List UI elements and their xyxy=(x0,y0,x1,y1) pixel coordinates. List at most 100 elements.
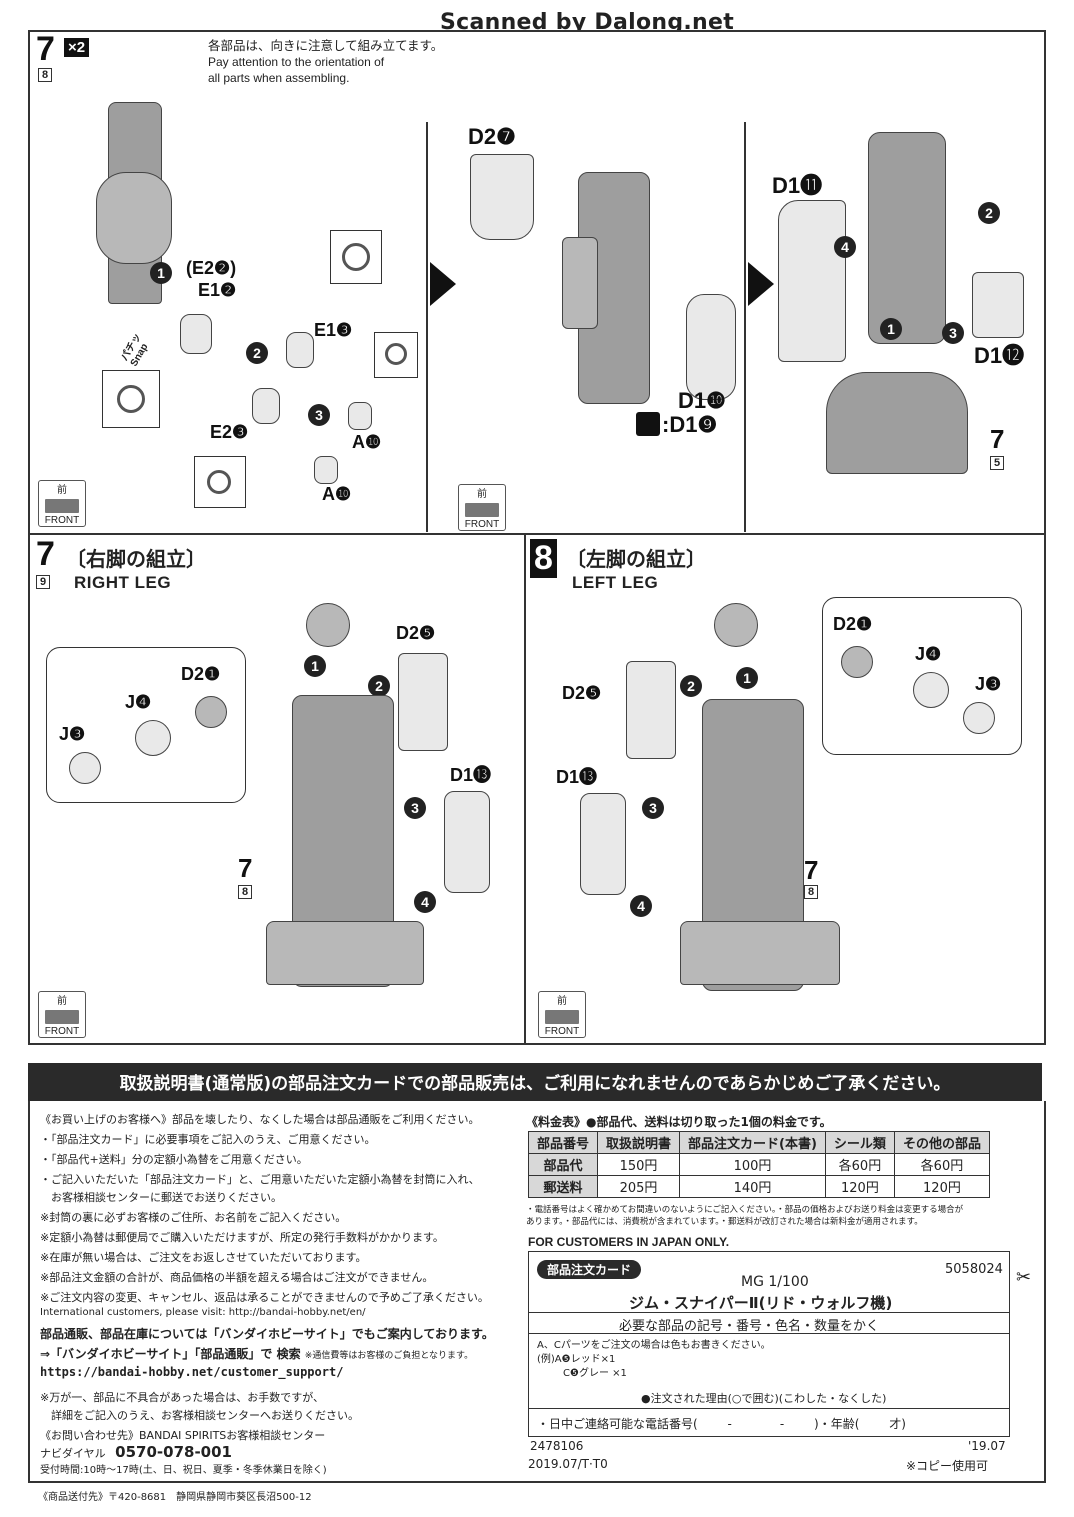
step7-top-panel: 7 ×2 8 各部品は、向きに注意して組み立てます。 Pay attention… xyxy=(28,30,1046,536)
flow-arrow-2 xyxy=(748,262,774,306)
label-d1-9: :D1❾ xyxy=(662,412,718,437)
business-hours: 受付時間:10時〜17時(土、日、祝日、夏季・冬季休業日を除く) xyxy=(40,1465,327,1476)
hobby-site-search: ⇒「バンダイホビーサイト」「部品通販」で 検索 ※通信費等はお客様のご負担となり… xyxy=(40,1345,473,1362)
label-j3: J❸ xyxy=(59,724,86,744)
title-jp: 〔左脚の組立〕 xyxy=(566,547,706,571)
part-d1-13 xyxy=(580,793,626,895)
part-d2-1 xyxy=(841,646,873,678)
part-j3 xyxy=(69,752,101,784)
contact-row: ・日中ご連絡可能な電話番号( - - )・年齢( 才) xyxy=(529,1408,1009,1435)
notice-banner-text: 取扱説明書(通常版)の部品注文カードでの部品販売は、ご利用になれませんのであらか… xyxy=(119,1074,951,1094)
example-1: (例)A❺レッド×1 xyxy=(537,1354,616,1365)
front-jp: 前 xyxy=(557,996,567,1007)
order-reason: ●注文された理由(○で囲む)(こわした・なくした) xyxy=(641,1392,887,1405)
model-name: ジム・スナイパーⅡ(リド・ウォルフ機) xyxy=(629,1294,893,1312)
multiplier-badge: ×2 xyxy=(64,38,90,57)
part-j4 xyxy=(135,720,171,756)
notice-line: ※ご注文内容の変更、キャンセル、返品は承ることができませんので予めご了承ください… xyxy=(40,1291,489,1304)
part-d1-11 xyxy=(778,200,846,362)
defect-line-2: 詳細をご記入のうえ、お客様相談センターへお送りください。 xyxy=(40,1409,359,1422)
title-en: LEFT LEG xyxy=(572,573,659,592)
date-code: '19.07 xyxy=(968,1439,1006,1453)
navi-dial: ナビダイヤル 0570-078-001 xyxy=(40,1443,232,1461)
notice-line: ※在庫が無い場合は、ご注文をお返しさせていただいております。 xyxy=(40,1251,367,1264)
fee-header: シール類 xyxy=(824,1131,895,1154)
fee-cell: 100円 xyxy=(679,1153,826,1176)
detail-box-4 xyxy=(194,456,246,508)
part-d2-5 xyxy=(626,661,676,759)
ref-step-7: 7 xyxy=(238,853,253,883)
notice-line: お客様相談センターに郵送でお送りください。 xyxy=(40,1191,282,1204)
fee-title: 《料金表》●部品代、送料は切り取った1個の料金です。 xyxy=(526,1115,832,1129)
fee-header: 部品番号 xyxy=(527,1131,599,1154)
front-jp: 前 xyxy=(477,489,487,500)
forearm-side xyxy=(562,237,598,329)
notice-line: ※封筒の裏に必ずお客様のご住所、お名前をご記入ください。 xyxy=(40,1211,347,1224)
label-a10-b: A❿ xyxy=(322,484,352,504)
fee-cell: 140円 xyxy=(679,1175,826,1198)
fee-footnote-1: ・電話番号はよく確かめてお間違いのないようにご記入ください。・部品の価格およびお… xyxy=(526,1205,964,1215)
step-subref: 9 xyxy=(36,575,51,589)
notice-line: ※定額小為替は郵便局でご購入いただけますが、所定の発行手数料がかかります。 xyxy=(40,1231,444,1244)
fee-cell: 120円 xyxy=(824,1175,895,1198)
order-instruction: 必要な部品の記号・番号・色名・数量をかく xyxy=(619,1319,880,1334)
international-url[interactable]: International customers, please visit: h… xyxy=(40,1307,366,1318)
label-d2-5: D2❺ xyxy=(562,683,602,703)
phone-field[interactable]: ・日中ご連絡可能な電話番号( - - )・年齢( 才) xyxy=(537,1415,906,1432)
badge-2: 2 xyxy=(680,675,702,697)
label-d2-1: D2❶ xyxy=(833,614,873,634)
swap-icon xyxy=(636,412,660,436)
shipping-address: 《商品送付先》〒420-8681 静岡県静岡市葵区長沼500-12 xyxy=(38,1492,312,1503)
support-url[interactable]: https://bandai-hobby.net/customer_suppor… xyxy=(40,1365,344,1379)
knee-ball xyxy=(306,603,350,647)
step-number: 7 xyxy=(36,535,55,573)
fee-cell: 郵送料 xyxy=(527,1175,599,1198)
fee-header: 取扱説明書 xyxy=(597,1131,681,1154)
foot-base xyxy=(680,921,840,985)
notice-line: ・「部品代+送料」分の定額小為替をご用意ください。 xyxy=(40,1153,308,1166)
part-j4 xyxy=(913,672,949,708)
label-e2-paren: (E2❷) xyxy=(186,258,237,278)
badge-1: 1 xyxy=(736,667,758,689)
joint-detail-icon xyxy=(385,343,407,365)
label-e1-2: E1❷ xyxy=(198,280,237,300)
age-field-unit: 才) xyxy=(889,1417,906,1431)
part-d1-13 xyxy=(444,791,490,893)
detail-box-3 xyxy=(102,370,160,428)
label-e1-3: E1❸ xyxy=(314,320,353,340)
part-e2-3 xyxy=(252,388,280,424)
part-e1-3 xyxy=(286,332,314,368)
ref-step-7-sub: 5 xyxy=(990,456,1005,470)
ref-step-7: 7 xyxy=(804,855,819,885)
front-en: FRONT xyxy=(44,515,80,526)
divider-1 xyxy=(426,122,428,532)
fee-note: ※通信費等はお客様のご負担となります。 xyxy=(304,1351,474,1361)
phone-field-label: ・日中ご連絡可能な電話番号( xyxy=(537,1417,698,1431)
arm-assembly xyxy=(868,132,946,344)
front-direction-icon xyxy=(45,1010,79,1024)
badge-1: 1 xyxy=(150,262,172,284)
front-en: FRONT xyxy=(544,1026,580,1037)
label-d1-10: D1❿ xyxy=(678,388,726,413)
part-j3 xyxy=(963,702,995,734)
detail-box-1 xyxy=(330,230,382,284)
part-d2-7 xyxy=(470,154,534,240)
left-leg-panel: 8 〔左脚の組立〕 LEFT LEG D2❶ J❹ J❸ 1 D2❺ 2 D1⓭… xyxy=(524,533,1046,1045)
note-en-2: all parts when assembling. xyxy=(208,71,350,85)
product-code: 5058024 xyxy=(945,1262,1003,1277)
label-j4: J❹ xyxy=(125,692,152,712)
fee-cell: 各60円 xyxy=(893,1153,990,1176)
badge-2-c3: 2 xyxy=(978,202,1000,224)
notice-line: ※部品注文金額の合計が、商品価格の半額を超える場合はご注文ができません。 xyxy=(40,1271,434,1284)
knee-ball xyxy=(714,603,758,647)
joint-detail-icon xyxy=(342,243,370,271)
part-a10-a xyxy=(348,402,372,430)
label-d1-12: D1⓬ xyxy=(974,343,1025,368)
knee-joint-detail: D2❶ J❹ J❸ xyxy=(46,647,246,803)
copy-note: ※コピー使用可 xyxy=(906,1459,989,1473)
fee-footnote-2: あります。・部品代には、消費税が含まれています。・郵送料が改訂された場合は新料金… xyxy=(526,1217,923,1227)
label-d1-11: D1⓫ xyxy=(772,173,823,198)
joint-detail-icon xyxy=(207,470,231,494)
front-jp: 前 xyxy=(57,485,67,496)
ref-step-7-sub: 8 xyxy=(238,885,253,899)
